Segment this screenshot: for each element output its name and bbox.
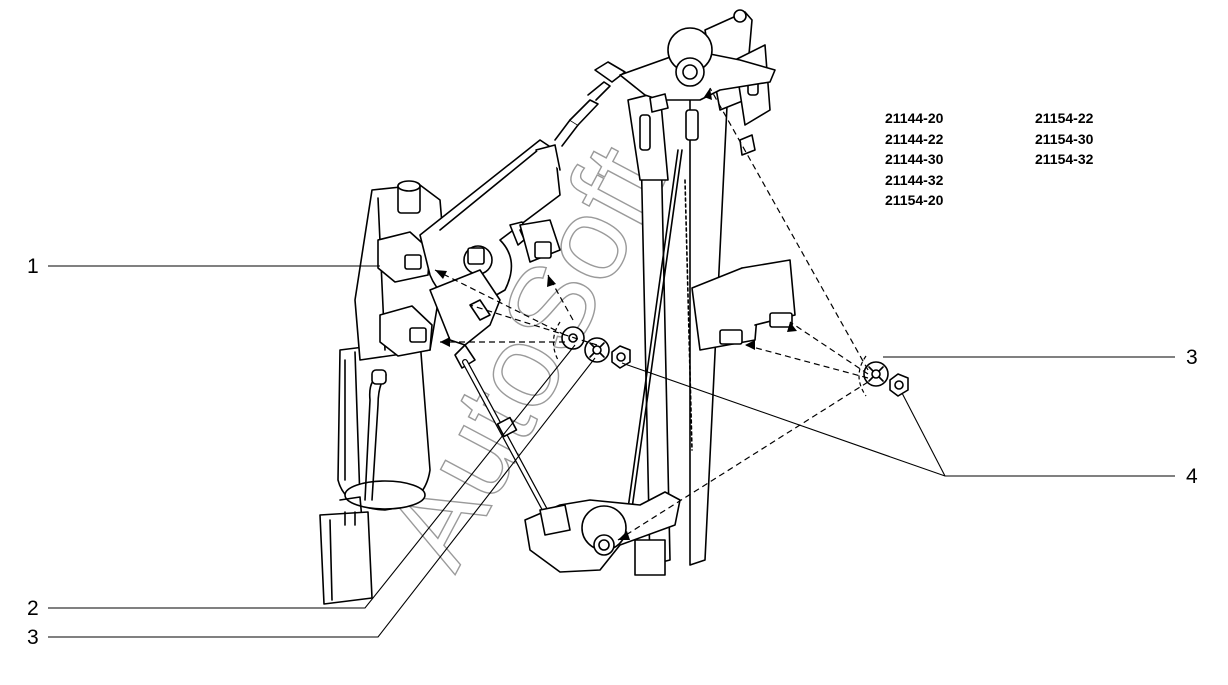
lower-pulley-bracket (524, 491, 681, 576)
fastener-set-left (561, 326, 631, 369)
callout-3-lower: 3 (27, 626, 39, 649)
model-codes-left: 21144-20 21144-22 21144-30 21144-32 2115… (885, 108, 943, 211)
callout-4: 4 (1186, 465, 1198, 488)
callout-labels: 1 2 3 3 4 (27, 255, 1198, 649)
leader-4b (901, 392, 946, 477)
model-code: 21154-30 (1035, 130, 1094, 147)
leader-lines (48, 265, 1175, 638)
upper-pulley-bracket (619, 27, 776, 141)
callout-2: 2 (27, 597, 39, 620)
rail-mounting-bracket (691, 259, 796, 351)
model-code: 21144-20 (885, 110, 944, 126)
diagonal-rod (462, 359, 548, 513)
model-code: 21154-20 (885, 192, 944, 208)
assembly-arrowheads (435, 88, 797, 540)
model-code: 21144-30 (885, 151, 944, 167)
model-codes-right: 21154-22 21154-30 21154-32 (1035, 108, 1093, 170)
fastener-group-arcs (552, 321, 867, 397)
callout-3-right: 3 (1186, 346, 1198, 369)
model-code: 21144-32 (885, 171, 944, 188)
model-code: 21154-32 (1035, 151, 1094, 167)
model-code: 21154-22 (1035, 110, 1094, 126)
leader-3a (48, 357, 596, 638)
motor-mounting-studs (429, 219, 561, 369)
callout-1: 1 (27, 255, 39, 278)
fastener-set-right (863, 361, 909, 397)
assembly-paths (434, 87, 869, 541)
electric-motor (319, 180, 446, 605)
model-code: 21144-22 (885, 130, 944, 147)
leader-2 (48, 344, 576, 609)
